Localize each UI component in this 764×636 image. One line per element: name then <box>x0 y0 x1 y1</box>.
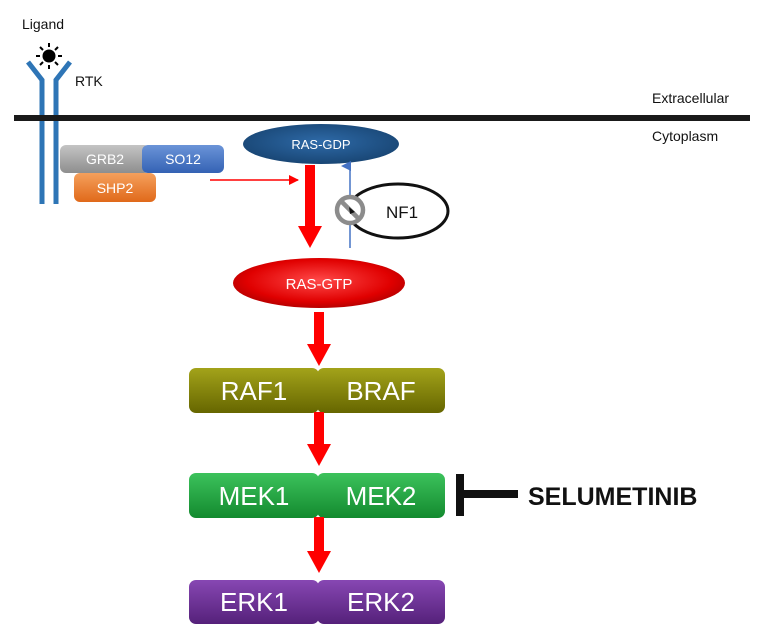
nf1-label: NF1 <box>386 203 418 222</box>
ligand-label: Ligand <box>22 16 64 32</box>
sun-icon <box>36 43 62 69</box>
ras-gdp-node: RAS-GDP <box>243 124 399 164</box>
so12-label: SO12 <box>165 151 201 167</box>
raf1-box: RAF1 <box>189 368 319 413</box>
mek2-label: MEK2 <box>346 481 417 511</box>
shp2-label: SHP2 <box>97 180 134 196</box>
so12-box: SO12 <box>142 145 224 173</box>
erk1-box: ERK1 <box>189 580 319 624</box>
prohibited-icon <box>334 194 366 226</box>
mek1-box: MEK1 <box>189 473 319 518</box>
mek2-box: MEK2 <box>317 473 445 518</box>
erk1-label: ERK1 <box>220 587 288 617</box>
ras-gtp-label: RAS-GTP <box>286 276 353 293</box>
grb2-box: GRB2 <box>60 145 150 173</box>
mek-to-erk-arrow <box>307 517 331 573</box>
rtk-label: RTK <box>75 73 103 89</box>
ras-gdp-label: RAS-GDP <box>291 137 350 152</box>
cytoplasm-label: Cytoplasm <box>652 128 718 144</box>
rtk-receptor <box>26 60 72 204</box>
selumetinib-label: SELUMETINIB <box>528 483 697 511</box>
extracellular-label: Extracellular <box>652 90 729 106</box>
braf-box: BRAF <box>317 368 445 413</box>
inhibition-bar <box>456 474 518 516</box>
ras-gtp-node: RAS-GTP <box>233 258 405 308</box>
erk2-box: ERK2 <box>317 580 445 624</box>
shp2-box: SHP2 <box>74 173 156 202</box>
raf1-label: RAF1 <box>221 376 287 406</box>
braf-label: BRAF <box>346 376 415 406</box>
gtp-to-raf-arrow <box>307 312 331 366</box>
gdp-to-gtp-arrow <box>298 165 322 248</box>
erk2-label: ERK2 <box>347 587 415 617</box>
mek1-label: MEK1 <box>219 481 290 511</box>
grb2-label: GRB2 <box>86 151 124 167</box>
raf-to-mek-arrow <box>307 412 331 466</box>
